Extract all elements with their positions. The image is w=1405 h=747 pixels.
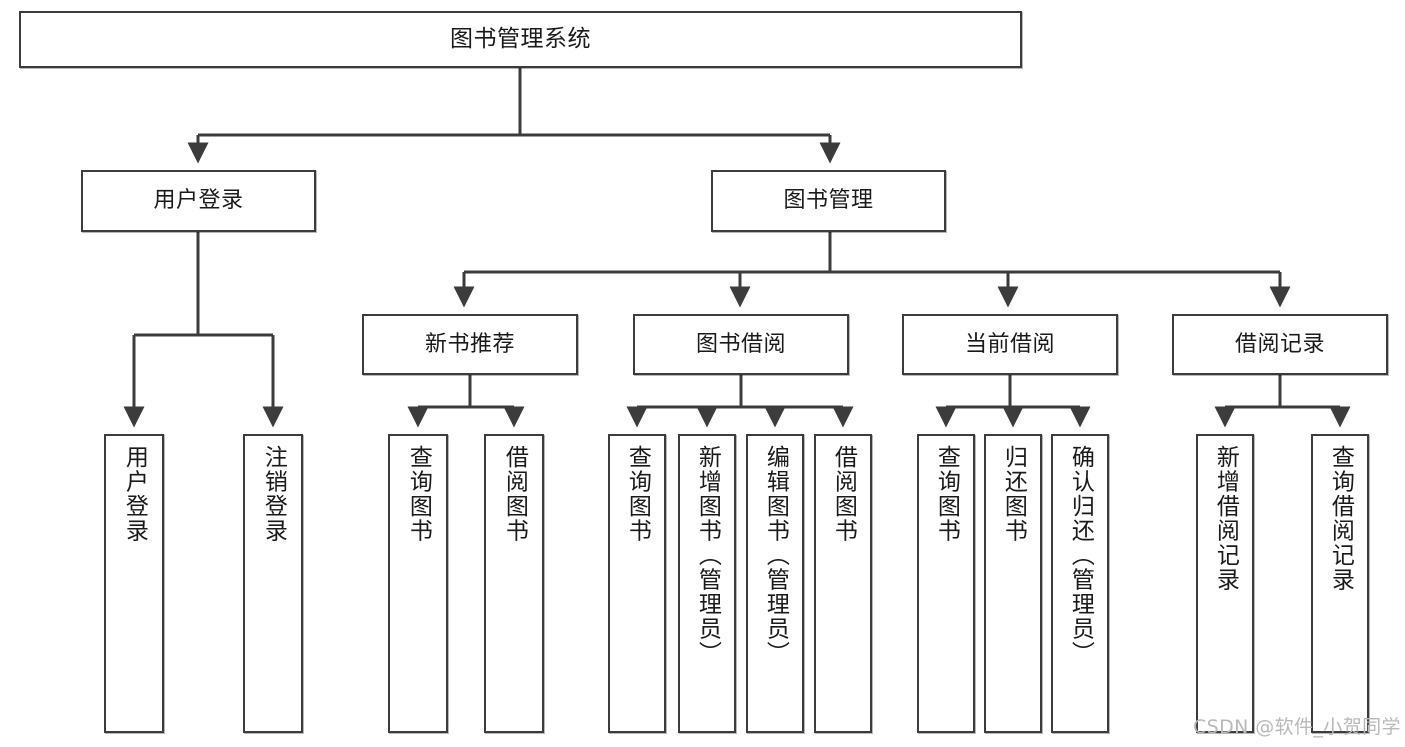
node-label: 用户登录: [153, 188, 244, 214]
node-label: 图书借阅: [695, 331, 786, 357]
node-leaf-query-borrow-record[interactable]: 查询借阅记录: [1311, 434, 1369, 733]
node-label: 用户登录: [121, 445, 148, 543]
node-label: 编辑图书（管理员）: [762, 445, 789, 666]
node-label: 新增借阅记录: [1212, 445, 1239, 592]
node-label: 当前借阅: [964, 331, 1055, 357]
node-label: 图书管理系统: [450, 25, 591, 52]
node-current-borrow[interactable]: 当前借阅: [902, 314, 1118, 375]
node-label: 借阅图书: [830, 445, 857, 543]
node-label: 新增图书（管理员）: [694, 445, 721, 666]
node-leaf-confirm-return[interactable]: 确认归还（管理员）: [1051, 434, 1109, 733]
node-book-manage[interactable]: 图书管理: [711, 170, 946, 232]
node-label: 借阅图书: [501, 445, 528, 543]
node-label: 注销登录: [260, 445, 287, 543]
node-label: 图书管理: [783, 188, 874, 214]
watermark-text: CSDN @软件_小贺同学: [1193, 716, 1401, 738]
node-new-book-recommend[interactable]: 新书推荐: [362, 314, 578, 375]
node-label: 查询图书: [933, 445, 960, 543]
node-leaf-query-book-1[interactable]: 查询图书: [388, 434, 448, 733]
node-leaf-edit-book[interactable]: 编辑图书（管理员）: [746, 434, 804, 733]
node-leaf-add-borrow-record[interactable]: 新增借阅记录: [1196, 434, 1254, 733]
node-leaf-add-book[interactable]: 新增图书（管理员）: [678, 434, 736, 733]
node-leaf-logout[interactable]: 注销登录: [243, 434, 303, 733]
node-borrow-record[interactable]: 借阅记录: [1172, 314, 1388, 375]
node-label: 归还图书: [1000, 445, 1027, 543]
node-leaf-user-login[interactable]: 用户登录: [104, 434, 164, 733]
node-book-borrow[interactable]: 图书借阅: [633, 314, 849, 375]
node-root-system[interactable]: 图书管理系统: [19, 11, 1022, 68]
node-label: 确认归还（管理员）: [1067, 445, 1094, 666]
node-label: 查询图书: [624, 445, 651, 543]
node-label: 查询图书: [405, 445, 432, 543]
node-leaf-return-book[interactable]: 归还图书: [984, 434, 1042, 733]
node-leaf-borrow-book-1[interactable]: 借阅图书: [484, 434, 544, 733]
node-leaf-query-book-3[interactable]: 查询图书: [917, 434, 975, 733]
node-label: 新书推荐: [424, 331, 515, 357]
node-label: 借阅记录: [1234, 331, 1325, 357]
node-leaf-borrow-book-2[interactable]: 借阅图书: [814, 434, 872, 733]
node-user-login[interactable]: 用户登录: [81, 170, 316, 232]
node-label: 查询借阅记录: [1327, 445, 1354, 592]
node-leaf-query-book-2[interactable]: 查询图书: [608, 434, 666, 733]
